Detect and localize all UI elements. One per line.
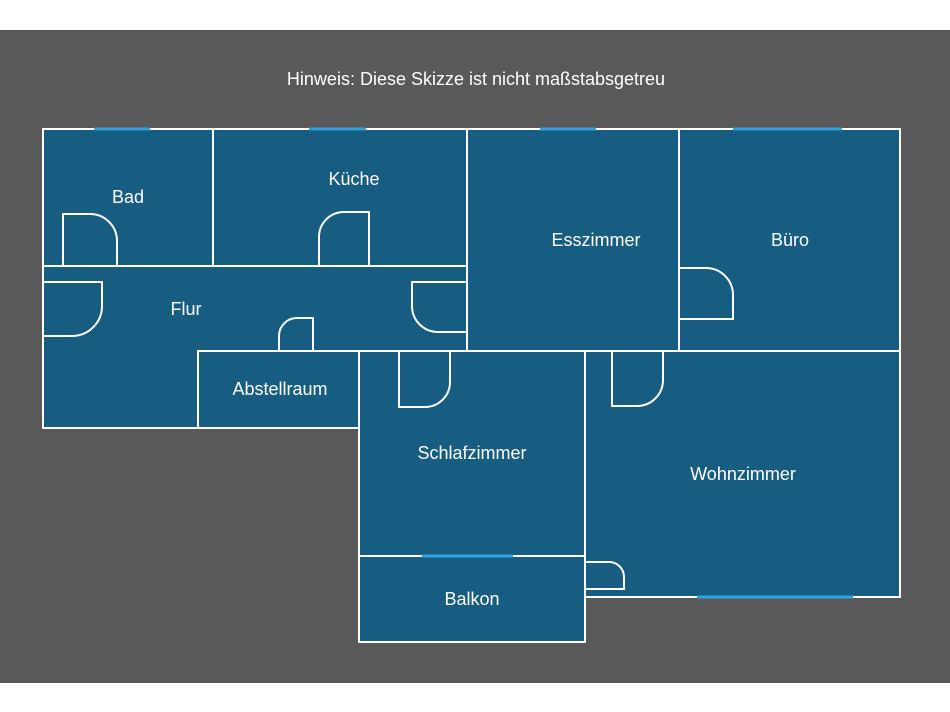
room-balkon-label: Balkon (444, 589, 499, 609)
windows (94, 127, 853, 599)
scale-note: Hinweis: Diese Skizze ist nicht maßstabs… (287, 69, 665, 89)
room-balkon: Balkon (358, 555, 586, 643)
room-bad: Bad (42, 128, 214, 267)
door-bad (62, 213, 118, 266)
room-abstellraum: Abstellraum (197, 350, 360, 429)
room-esszimmer: Esszimmer (466, 128, 680, 352)
door-buero (679, 267, 734, 320)
room-bad-label: Bad (112, 187, 144, 207)
room-wohnzimmer: Wohnzimmer (584, 350, 901, 598)
room-schlafzimmer: Schlafzimmer (358, 350, 586, 557)
room-buero-label: Büro (771, 230, 809, 250)
room-kueche: Küche (212, 128, 468, 267)
room-kueche-label: Küche (328, 169, 379, 189)
door-kueche (318, 211, 370, 266)
door-wohnzimmer (611, 351, 664, 407)
room-buero: Büro (678, 128, 901, 352)
door-schlafzimmer (398, 351, 451, 408)
door-flur-left (43, 281, 103, 337)
room-abstellraum-label: Abstellraum (232, 379, 327, 399)
doors (43, 211, 734, 590)
room-flur-label: Flur (171, 299, 202, 319)
room-esszimmer-label: Esszimmer (552, 230, 641, 250)
door-balkon (585, 561, 625, 590)
door-flur-right (411, 281, 467, 333)
room-schlafzimmer-label: Schlafzimmer (417, 443, 526, 463)
room-wohnzimmer-label: Wohnzimmer (690, 464, 796, 484)
door-abstellraum (278, 317, 314, 351)
